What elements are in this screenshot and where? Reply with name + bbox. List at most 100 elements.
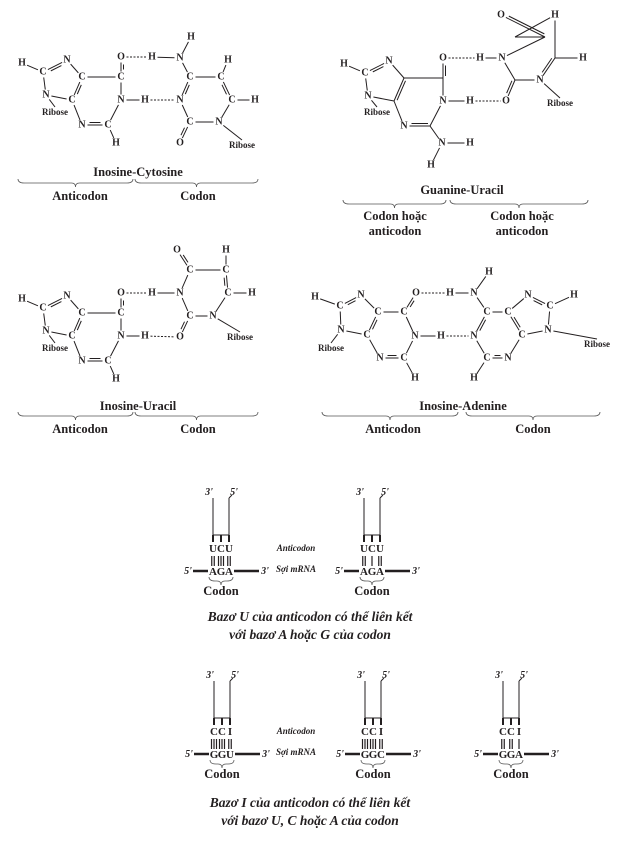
atom-label: H <box>570 290 578 301</box>
atom-label: H <box>411 373 419 384</box>
left-role-label: Codon hoặc <box>363 209 427 223</box>
covalent-bond <box>505 17 546 38</box>
covalent-bond <box>110 340 119 357</box>
mrna-3-prime-end: 3' <box>261 749 270 760</box>
covalent-bond <box>320 298 335 305</box>
atom-label: N <box>337 325 345 336</box>
mrna-3-prime-end: 3' <box>411 566 420 577</box>
atom-label: H <box>476 53 484 64</box>
codon-base: G <box>210 749 219 761</box>
covalent-bond <box>368 316 377 331</box>
atom-label: C <box>78 308 85 319</box>
codon-label: Codon <box>203 584 238 598</box>
right-brace <box>465 411 601 421</box>
atom-label: H <box>551 10 559 21</box>
ribose-label: Ribose <box>584 339 610 349</box>
atom-label: C <box>228 95 235 106</box>
anticodon-3-prime-end: 3' <box>494 670 503 681</box>
atom-label: C <box>336 301 343 312</box>
atom-label: C <box>68 331 75 342</box>
codon-base: G <box>507 749 516 761</box>
atom-label: H <box>112 138 120 149</box>
double-bond-line <box>508 15 545 35</box>
codon-base: G <box>369 749 378 761</box>
anticodon-base: U <box>225 543 233 555</box>
atom-label: C <box>374 307 381 318</box>
anticodon-base: C <box>217 543 225 555</box>
codon-base: G <box>368 566 377 578</box>
covalent-bond <box>215 297 226 312</box>
double-bond-line <box>541 57 553 73</box>
atom-label: C <box>546 301 553 312</box>
mrna-3-prime-end: 3' <box>412 749 421 760</box>
anticodon-base: C <box>369 726 377 738</box>
anticodon-base: C <box>507 726 515 738</box>
atom-label: H <box>224 55 232 66</box>
atom-label: N <box>78 120 86 131</box>
atom-label: O <box>176 138 184 149</box>
atom-label: C <box>222 265 229 276</box>
covalent-bond <box>223 124 243 141</box>
atom-label: N <box>376 353 384 364</box>
anticodon-5-prime-end: 5' <box>381 487 389 498</box>
atom-label: N <box>357 290 365 301</box>
covalent-bond <box>109 129 115 139</box>
covalent-bond <box>476 340 485 354</box>
atom-label: O <box>117 288 125 299</box>
covalent-bond <box>51 95 67 100</box>
atom-label: H <box>148 288 156 299</box>
covalent-bond <box>406 340 413 354</box>
covalent-bond <box>70 63 79 74</box>
covalent-bond <box>73 340 81 357</box>
double-bond-line <box>50 301 62 308</box>
covalent-bond <box>222 64 227 73</box>
left-brace <box>342 199 447 209</box>
right-role-label: Codon <box>180 422 215 436</box>
covalent-bond <box>527 330 543 335</box>
covalent-bond <box>51 331 67 336</box>
covalent-bond <box>222 81 231 96</box>
wobble-caption: với bazơ A hoặc G của codon <box>229 627 391 642</box>
anticodon-3-prime-end: 3' <box>205 670 214 681</box>
covalent-bond <box>476 362 485 374</box>
atom-label: C <box>224 288 231 299</box>
atom-label: N <box>438 138 446 149</box>
anticodon-5-prime-end: 5' <box>520 670 528 681</box>
right-role-label: Codon <box>180 189 215 203</box>
covalent-bond <box>405 316 414 332</box>
atom-label: N <box>63 291 71 302</box>
covalent-bond <box>339 311 342 325</box>
atom-label: C <box>363 330 370 341</box>
covalent-bond <box>181 81 189 96</box>
atom-label: H <box>251 95 259 106</box>
covalent-bond <box>181 126 189 139</box>
atom-label: N <box>411 331 419 342</box>
atom-label: H <box>437 331 445 342</box>
covalent-bond <box>554 296 570 305</box>
right-role-label: Codon hoặc <box>490 209 554 223</box>
left-brace <box>17 411 134 421</box>
codon-label: Codon <box>355 767 390 781</box>
covalent-bond <box>371 99 378 108</box>
right-role-label: anticodon <box>496 224 549 238</box>
atom-label: O <box>117 52 125 63</box>
mrna-5-prime-end: 5' <box>336 749 344 760</box>
double-bond-line <box>76 84 82 95</box>
atom-label: N <box>42 326 50 337</box>
atom-label: N <box>504 353 512 364</box>
atom-label: C <box>39 67 46 78</box>
mrna-strand-label: Sợi mRNA <box>276 747 316 757</box>
atom-label: C <box>186 311 193 322</box>
covalent-bond <box>182 62 188 73</box>
atom-label: H <box>222 245 230 256</box>
atom-label: H <box>112 374 120 385</box>
